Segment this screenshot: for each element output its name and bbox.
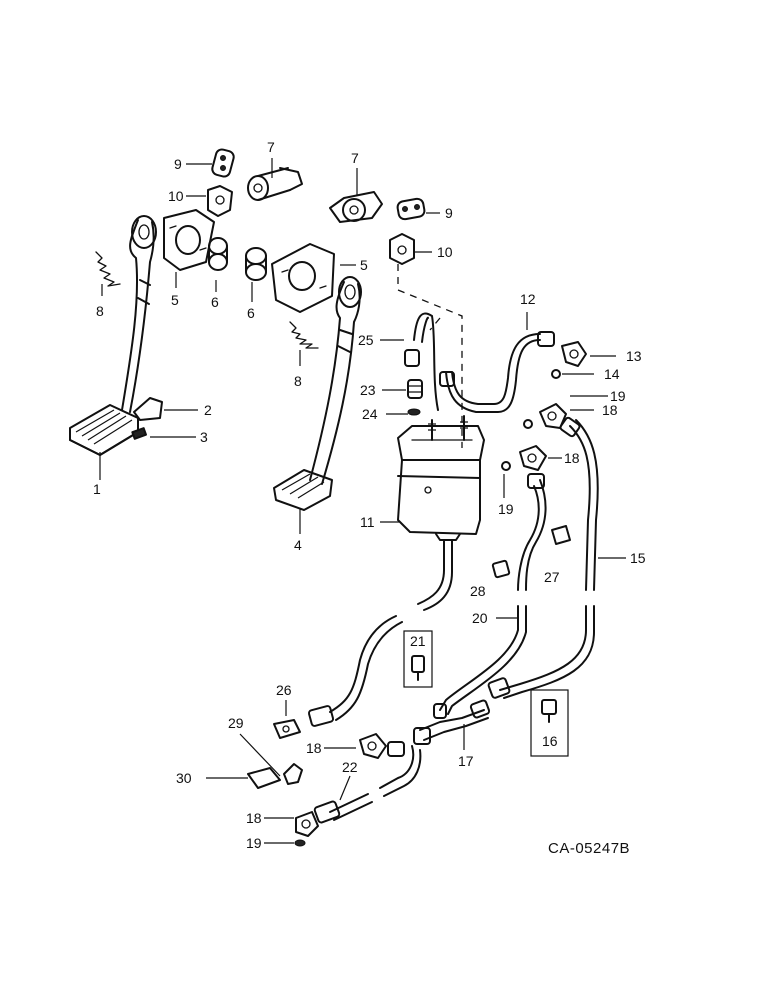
clip-27 [551, 525, 571, 545]
callout-22: 22 [342, 759, 358, 775]
callout-25: 25 [358, 332, 374, 348]
left-pedal-arm [121, 215, 157, 413]
shaft-7-right [329, 191, 383, 223]
right-pedal-arm [309, 276, 362, 485]
leader-lines [99, 158, 626, 844]
callout-5-left: 5 [171, 292, 179, 308]
washer-19-bottom [294, 839, 306, 847]
callout-18-middle: 18 [564, 450, 580, 466]
master-cylinder-11 [397, 425, 485, 541]
callout-6-left: 6 [211, 294, 219, 310]
callout-12: 12 [520, 291, 536, 307]
callout-15: 15 [630, 550, 646, 566]
clamp-29 [283, 763, 303, 785]
switch-21-box [403, 630, 433, 688]
elbow-13 [561, 341, 587, 367]
fitting-23 [407, 379, 423, 399]
callout-3: 3 [200, 429, 208, 445]
callout-7-left: 7 [267, 139, 275, 155]
bracket-30 [247, 767, 281, 789]
shaft-7-left [247, 167, 303, 201]
callout-26: 26 [276, 682, 292, 698]
tube-20 [439, 473, 547, 715]
callout-30: 30 [176, 770, 192, 786]
tee-17 [413, 699, 491, 745]
callout-19-upper: 19 [610, 388, 626, 404]
callout-16: 16 [542, 733, 558, 749]
callout-4: 4 [294, 537, 302, 553]
callout-24: 24 [362, 406, 378, 422]
callout-18-lower: 18 [306, 740, 322, 756]
cylinder-outlet-tube [307, 539, 453, 727]
washer-19-upper [523, 419, 533, 429]
clip-28 [491, 559, 511, 579]
callouts: 1 2 3 4 5 5 6 6 7 7 8 8 9 9 10 10 11 12 … [93, 139, 646, 851]
callout-7-right: 7 [351, 150, 359, 166]
elbow-18-lower [359, 733, 405, 759]
alignment-line-right [429, 317, 441, 331]
callout-8-right: 8 [294, 373, 302, 389]
callout-9-right: 9 [445, 205, 453, 221]
drawing-reference-code: CA-05247B [548, 840, 630, 857]
support-5-left [163, 209, 215, 271]
seal-24 [407, 408, 421, 416]
callout-1: 1 [93, 481, 101, 497]
callout-9-left: 9 [174, 156, 182, 172]
callout-5-right: 5 [360, 257, 368, 273]
alignment-line-left [397, 264, 463, 448]
plate-9-left [211, 148, 235, 178]
callout-18-bottom: 18 [246, 810, 262, 826]
washer-14 [551, 369, 561, 379]
callout-10-right: 10 [437, 244, 453, 260]
plate-9-right [396, 197, 426, 221]
callout-29: 29 [228, 715, 244, 731]
spring-8-right [289, 321, 319, 349]
callout-20: 20 [472, 610, 488, 626]
tube-25 [404, 312, 439, 411]
bracket-2 [133, 397, 163, 421]
callout-18-upper: 18 [602, 402, 618, 418]
tube-22 [313, 745, 422, 824]
elbow-18-bottom [295, 811, 319, 837]
clip-3 [131, 427, 148, 440]
tube-12 [439, 331, 555, 413]
callout-19-bottom: 19 [246, 835, 262, 851]
bushing-6-right [245, 247, 267, 281]
washer-19-middle [501, 461, 511, 471]
right-pedal-pad [273, 469, 333, 511]
callout-11: 11 [360, 514, 375, 530]
left-pedal-pad [69, 404, 139, 456]
callout-28: 28 [470, 583, 486, 599]
yoke-10-left [207, 185, 233, 217]
callout-6-right: 6 [247, 305, 255, 321]
callout-17: 17 [458, 753, 474, 769]
callout-23: 23 [360, 382, 376, 398]
callout-27: 27 [544, 569, 560, 585]
tube-15 [487, 416, 599, 699]
studs-on-cylinder [428, 415, 468, 441]
elbow-18-upper [539, 403, 567, 429]
callout-10-left: 10 [168, 188, 184, 204]
callout-8-left: 8 [96, 303, 104, 319]
yoke-10-right [389, 233, 415, 265]
callout-2: 2 [204, 402, 212, 418]
callout-19-middle: 19 [498, 501, 514, 517]
spring-8-left [95, 251, 121, 287]
bushing-6-left [208, 237, 228, 271]
elbow-18-middle [519, 445, 547, 471]
callout-14: 14 [604, 366, 620, 382]
fitting-26 [273, 719, 301, 739]
callout-13: 13 [626, 348, 642, 364]
switch-16-box [530, 689, 569, 757]
support-5-right [271, 243, 335, 313]
callout-21: 21 [410, 633, 426, 649]
